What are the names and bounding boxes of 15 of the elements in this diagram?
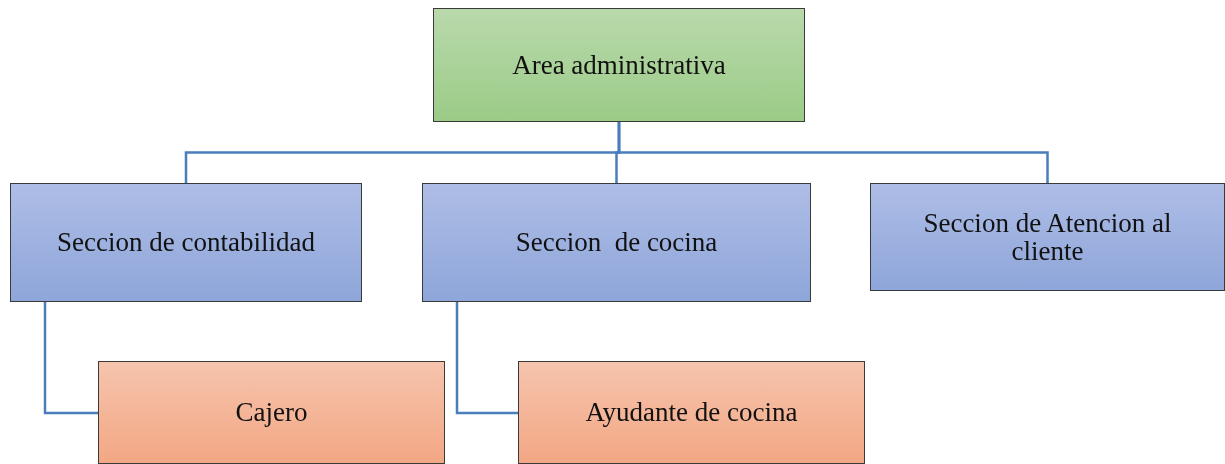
connector-line <box>455 302 518 415</box>
org-box <box>10 183 362 302</box>
org-box <box>870 183 1225 291</box>
box-label: Seccion de contabilidad <box>56 228 316 257</box>
org-box <box>98 361 445 464</box>
org-box <box>422 183 811 302</box>
org-box <box>518 361 865 464</box>
connector-line <box>617 122 1049 183</box>
box-label: Ayudante de cocina <box>584 398 799 427</box>
box-label: Seccion de Atencion al cliente <box>922 208 1173 266</box>
org-box <box>433 8 805 122</box>
box-label: Area administrativa <box>511 50 727 80</box>
connector-line <box>43 302 98 415</box>
box-label: Seccion de cocina <box>514 228 719 257</box>
box-label: Cajero <box>234 398 309 427</box>
